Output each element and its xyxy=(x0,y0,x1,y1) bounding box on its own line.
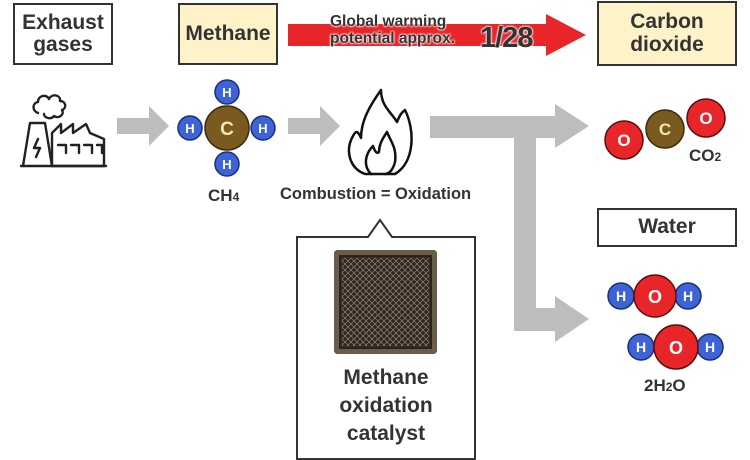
oxygen-atom: O xyxy=(633,274,677,318)
h2o-formula: 2H2O xyxy=(644,376,686,396)
c-label: C xyxy=(220,119,234,140)
catalyst-label: Methane oxidation catalyst xyxy=(297,364,475,448)
gwp-line1: Global warming xyxy=(330,13,447,30)
water-molecule-2: H H O xyxy=(627,324,724,370)
co2-main: CO xyxy=(689,146,715,165)
ch4-sub: 4 xyxy=(232,190,240,204)
oxygen-atom-right: O xyxy=(686,98,726,138)
catalyst-honeycomb-pattern xyxy=(342,258,429,346)
factory-icon xyxy=(19,94,108,168)
branch-arrow-stem xyxy=(514,138,536,318)
hydrogen-atom-left: H xyxy=(627,333,655,361)
exhaust-gases-box: Exhaust gases xyxy=(13,3,113,65)
o-label: O xyxy=(617,131,630,150)
exhaust-line1: Exhaust xyxy=(22,10,104,34)
combustion-label: Combustion = Oxidation xyxy=(280,185,472,203)
gwp-line2: potential approx. xyxy=(330,30,455,47)
co2-formula: CO2 xyxy=(689,146,721,166)
hydrogen-atom-left: H xyxy=(177,115,203,141)
gwp-text: Global warming potential approx. xyxy=(330,13,455,47)
gwp-value: 1/28 xyxy=(480,22,533,54)
h2o-post: O xyxy=(672,376,686,395)
methane-box: Methane xyxy=(178,3,278,65)
carbon-dioxide-box: Carbon dioxide xyxy=(597,1,737,66)
co2-sub: 2 xyxy=(714,150,722,164)
branch-arrow-top xyxy=(430,104,589,148)
o-label: O xyxy=(648,287,662,307)
branch-arrow xyxy=(430,104,589,342)
oxygen-atom-left: O xyxy=(604,120,644,160)
catalyst-line3: catalyst xyxy=(346,422,426,445)
h2o-sub: 2 xyxy=(665,380,673,394)
ch4-main: CH xyxy=(208,186,233,205)
hydrogen-atom-right: H xyxy=(674,282,702,310)
co2-box-line1: Carbon xyxy=(630,10,704,34)
co2-molecule: O C O xyxy=(604,98,726,160)
arrow-exhaust-to-methane xyxy=(117,106,169,146)
h-label: H xyxy=(683,288,693,304)
gwp-arrow-shape xyxy=(288,14,586,56)
arrow-methane-to-combustion xyxy=(288,106,340,146)
c-label: C xyxy=(659,120,671,139)
hydrogen-atom-left: H xyxy=(607,282,635,310)
h-label: H xyxy=(705,339,715,355)
exhaust-line2: gases xyxy=(33,33,93,56)
o-label: O xyxy=(669,338,683,358)
carbon-atom: C xyxy=(645,109,685,149)
hydrogen-atom-top: H xyxy=(214,79,240,105)
methane-box-label: Methane xyxy=(185,21,271,45)
hydrogen-atom-right: H xyxy=(696,333,724,361)
hydrogen-atom-bottom: H xyxy=(214,151,240,177)
h-label: H xyxy=(616,288,626,304)
h-label: H xyxy=(222,157,231,172)
gwp-arrow xyxy=(288,14,586,56)
catalyst-line1: Methane xyxy=(343,366,429,389)
water-box: Water xyxy=(597,208,737,247)
h-label: H xyxy=(222,85,231,100)
flame-icon xyxy=(347,88,413,176)
catalyst-line2: oxidation xyxy=(339,394,433,417)
h-label: H xyxy=(636,339,646,355)
water-molecule-1: H H O xyxy=(607,274,702,318)
o-label: O xyxy=(699,109,712,128)
carbon-atom: C xyxy=(204,105,250,151)
h2o-pre: 2H xyxy=(644,376,666,395)
water-box-label: Water xyxy=(638,215,696,239)
oxygen-atom: O xyxy=(653,324,699,370)
h-label: H xyxy=(258,121,267,136)
h-label: H xyxy=(185,121,194,136)
co2-box-line2: dioxide xyxy=(630,32,704,56)
catalyst-photo xyxy=(334,250,437,354)
methane-molecule: H H H H C xyxy=(177,79,276,177)
ch4-formula: CH4 xyxy=(208,186,239,206)
hydrogen-atom-right: H xyxy=(250,115,276,141)
branch-arrow-bottom xyxy=(514,296,589,342)
